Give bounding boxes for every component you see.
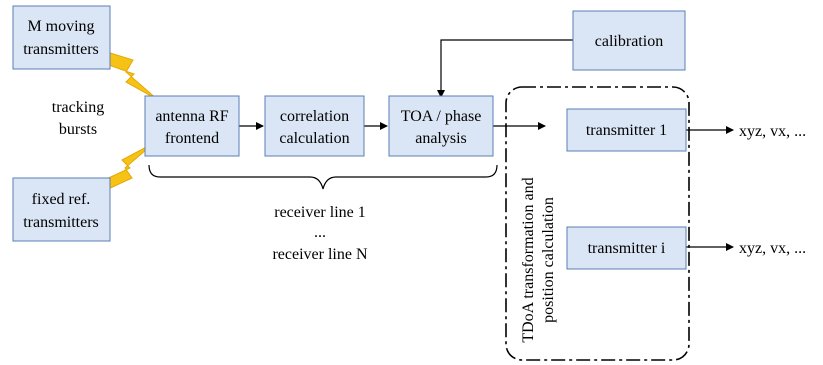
output-i-label: xyz, vx, ... — [739, 240, 806, 257]
transmitter-i-block: transmitter i — [566, 226, 687, 270]
correlation-calculation-block: correlation calculation — [264, 95, 365, 157]
output-1-label: xyz, vx, ... — [739, 123, 806, 140]
receiver-line-brace — [148, 164, 498, 190]
antenna-label-line1: antenna RF — [155, 108, 228, 125]
correlation-label-line1: correlation — [280, 108, 349, 125]
lightning-bolt-moving-icon — [105, 51, 159, 101]
calibration-label: calibration — [595, 33, 663, 50]
processing-region — [505, 86, 690, 361]
toa-phase-analysis-block: TOA / phase analysis — [388, 95, 494, 157]
tracking-bursts-label-line2: bursts — [59, 121, 97, 138]
correlation-label-line2: calculation — [279, 130, 349, 147]
antenna-rf-frontend-block: antenna RF frontend — [144, 95, 240, 157]
receiver-line-ellipsis: ... — [314, 224, 326, 241]
fixed-ref-transmitters-block: fixed ref. transmitters — [12, 177, 111, 242]
toa-label-line2: analysis — [415, 130, 467, 147]
calibration-block: calibration — [572, 10, 686, 71]
m-moving-label-line1: M moving — [27, 18, 94, 35]
toa-label-line1: TOA / phase — [401, 108, 482, 125]
receiver-line-1-label: receiver line 1 — [274, 204, 366, 221]
tdoa-label-line1: TDoA transformation and — [520, 177, 537, 342]
m-moving-label-line2: transmitters — [23, 41, 99, 58]
m-moving-transmitters-block: M moving transmitters — [12, 5, 111, 70]
transmitter-i-label: transmitter i — [588, 240, 666, 257]
tracking-bursts-label-line1: tracking — [52, 99, 104, 116]
fixed-ref-label-line1: fixed ref. — [32, 191, 91, 208]
transmitter-1-label: transmitter 1 — [586, 122, 667, 139]
fixed-ref-label-line2: transmitters — [23, 214, 99, 231]
receiver-line-n-label: receiver line N — [272, 246, 368, 263]
tdoa-label-line2: position calculation — [540, 197, 557, 323]
arrow-calibration-to-toa — [437, 39, 573, 98]
transmitter-1-block: transmitter 1 — [566, 108, 687, 152]
antenna-label-line2: frontend — [165, 130, 219, 147]
